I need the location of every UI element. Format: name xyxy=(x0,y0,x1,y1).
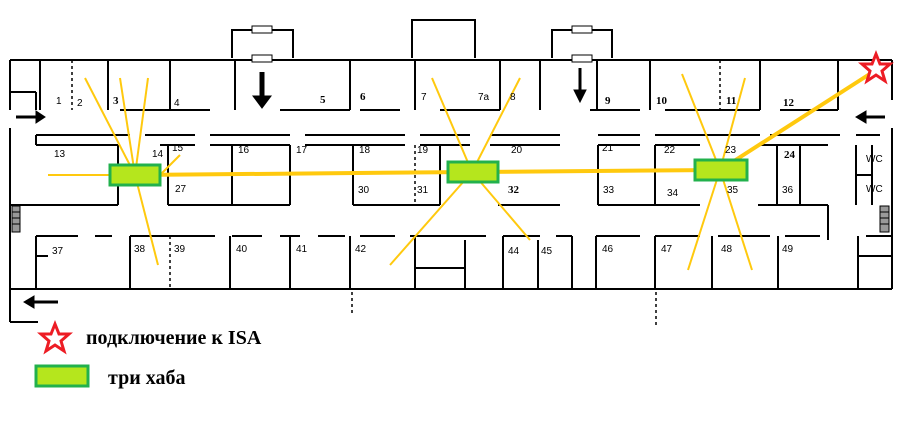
room-labels: 1 2 3 4 5 6 7 7а 8 9 10 11 12 13 14 15 1… xyxy=(52,91,883,257)
room-45: 45 xyxy=(541,246,553,257)
room-wc-upper: WC xyxy=(866,154,883,165)
room-14: 14 xyxy=(152,149,164,160)
room-35: 35 xyxy=(727,185,739,196)
room-7a: 7а xyxy=(478,92,490,103)
room-19: 19 xyxy=(417,145,429,156)
room-39: 39 xyxy=(174,244,186,255)
legend: подключение к ISA три хаба xyxy=(34,319,262,389)
room-33: 33 xyxy=(603,185,615,196)
top-protrusions xyxy=(231,19,613,58)
room-37: 37 xyxy=(52,246,64,257)
legend-hub-icon xyxy=(34,364,90,388)
room-27: 27 xyxy=(175,184,187,195)
room-41: 41 xyxy=(296,244,308,255)
room-10: 10 xyxy=(656,95,668,107)
legend-hubs-label: три хаба xyxy=(108,367,185,389)
room-46: 46 xyxy=(602,244,614,255)
room-11: 11 xyxy=(726,95,736,107)
room-7: 7 xyxy=(421,92,427,103)
room-44: 44 xyxy=(508,246,520,257)
room-13: 13 xyxy=(54,149,66,160)
network-cables xyxy=(48,73,753,271)
room-5: 5 xyxy=(320,94,326,106)
dashed-partitions xyxy=(71,60,721,325)
room-22: 22 xyxy=(664,145,676,156)
room-4: 4 xyxy=(174,98,180,109)
room-6: 6 xyxy=(360,91,366,103)
legend-isa-label: подключение к ISA xyxy=(86,327,262,349)
hub-icon-2 xyxy=(446,160,500,184)
room-32: 32 xyxy=(508,184,520,196)
room-23: 23 xyxy=(725,145,737,156)
room-34: 34 xyxy=(667,188,679,199)
arrow-icon-right-in xyxy=(855,110,885,124)
room-17: 17 xyxy=(296,145,308,156)
hub-icon-3 xyxy=(693,158,749,182)
arrow-icon-bottom-out xyxy=(23,295,58,309)
room-38: 38 xyxy=(134,244,146,255)
room-49: 49 xyxy=(782,244,794,255)
stairs-icon-right xyxy=(879,205,890,233)
room-21: 21 xyxy=(602,143,614,154)
window-rects xyxy=(251,25,593,63)
arrow-icon-left-in xyxy=(16,110,46,124)
hub-icon-1 xyxy=(108,163,162,187)
stairs-icon-left xyxy=(11,205,21,233)
isa-star-icon xyxy=(858,49,894,85)
room-24: 24 xyxy=(784,149,796,161)
room-20: 20 xyxy=(511,145,523,156)
room-1: 1 xyxy=(56,96,62,107)
room-30: 30 xyxy=(358,185,370,196)
room-47: 47 xyxy=(661,244,673,255)
room-9: 9 xyxy=(605,95,611,107)
building-walls xyxy=(9,59,893,323)
room-wc-lower: WC xyxy=(866,184,883,195)
backbone-cable xyxy=(134,68,878,177)
arrow-icon-down-1 xyxy=(252,72,272,109)
legend-star-icon xyxy=(37,319,73,355)
room-18: 18 xyxy=(359,145,371,156)
room-3: 3 xyxy=(113,95,119,107)
room-36: 36 xyxy=(782,185,794,196)
room-48: 48 xyxy=(721,244,733,255)
room-12: 12 xyxy=(783,97,795,109)
room-15: 15 xyxy=(172,143,184,154)
room-2: 2 xyxy=(77,98,83,109)
room-8: 8 xyxy=(510,92,516,103)
room-40: 40 xyxy=(236,244,248,255)
arrow-icon-down-2 xyxy=(573,68,587,104)
room-31: 31 xyxy=(417,185,429,196)
room-16: 16 xyxy=(238,145,250,156)
room-42: 42 xyxy=(355,244,367,255)
